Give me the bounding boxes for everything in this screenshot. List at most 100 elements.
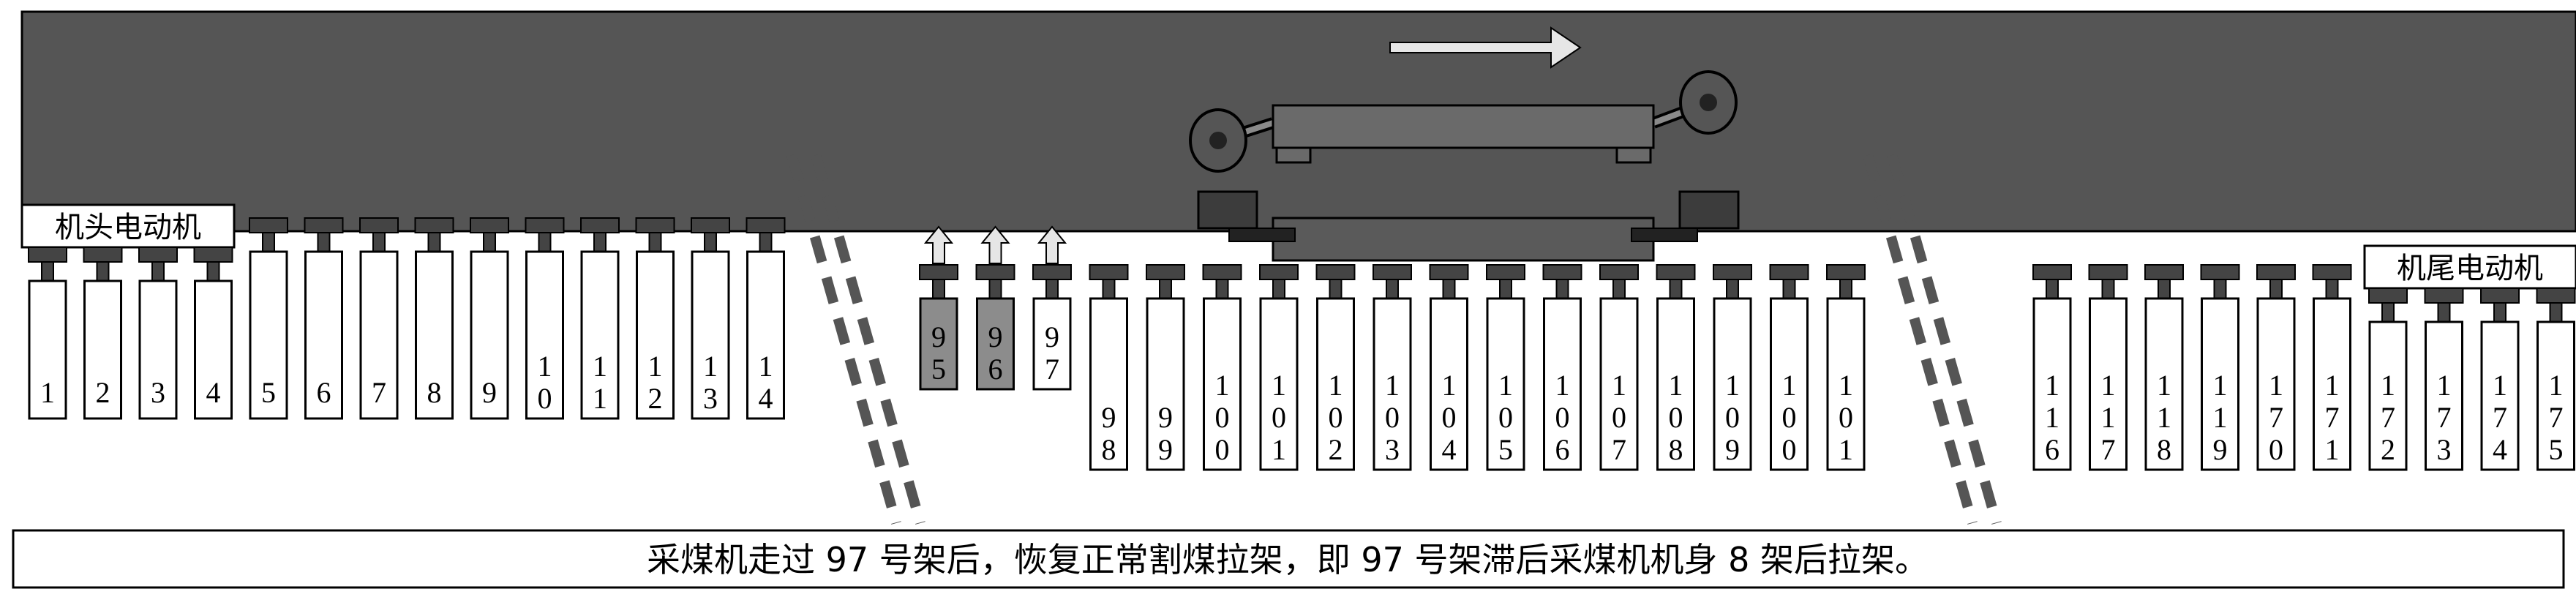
break-mark-left [786, 154, 925, 525]
caption-text: 采煤机走过 97 号架后，恢复正常割煤拉架，即 97 号架滞后采煤机机身 8 架… [647, 540, 1929, 579]
support-4: 4 [193, 247, 233, 420]
conveyor-bar [1272, 217, 1655, 262]
support-number: 8 [427, 376, 442, 409]
break-mark-right [1863, 154, 2002, 525]
support-8: 8 [414, 217, 454, 420]
support-number: 1 [40, 376, 55, 409]
support-1: 1 [28, 247, 67, 420]
svg-text:机尾电动机: 机尾电动机 [2397, 252, 2543, 285]
track-right-block [1678, 190, 1740, 230]
arrow-up-icon [980, 225, 1010, 264]
track-right-foot [1631, 228, 1698, 242]
head-motor-label: 机头电动机 [20, 203, 236, 249]
arrow-right-icon [1389, 26, 1582, 69]
shearer-icon [1189, 70, 1738, 173]
support-number: 7 [372, 376, 386, 409]
arrow-up-icon [1037, 225, 1067, 264]
support-number: 3 [151, 376, 165, 409]
arrow-up-icon [923, 225, 954, 264]
track-left-foot [1228, 228, 1296, 242]
tail-motor-label: 机尾电动机 [2363, 244, 2576, 290]
support-5: 5 [249, 217, 288, 420]
support-number: 2 [96, 376, 110, 409]
support-6: 6 [304, 217, 344, 420]
support-9: 9 [470, 217, 509, 420]
svg-text:机头电动机: 机头电动机 [55, 211, 201, 244]
support-7: 7 [359, 217, 399, 420]
caption-box: 采煤机走过 97 号架后，恢复正常割煤拉架，即 97 号架滞后采煤机机身 8 架… [12, 529, 2565, 589]
support-number: 9 [482, 376, 497, 409]
support-3: 3 [138, 247, 178, 420]
support-2: 2 [83, 247, 123, 420]
track-left-block [1197, 190, 1258, 230]
support-number: 5 [261, 376, 276, 409]
support-number: 6 [317, 376, 331, 409]
